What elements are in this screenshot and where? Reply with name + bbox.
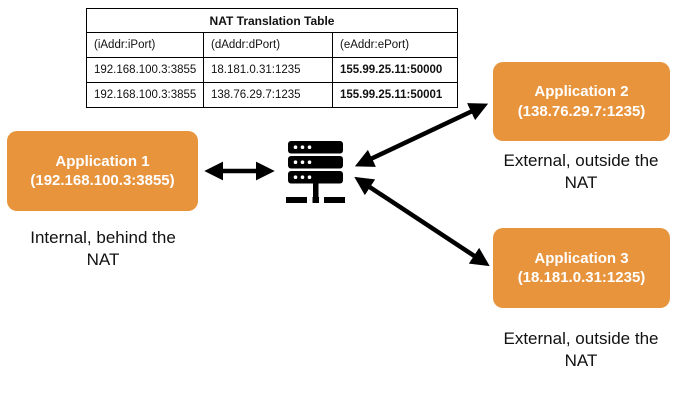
table-cell: 155.99.25.11:50000	[332, 57, 458, 83]
column-header-iaddr-iport: (iAddr:iPort)	[86, 32, 204, 58]
table-cell: 138.76.29.7:1235	[203, 82, 333, 108]
node-application-3: Application 3 (18.181.0.31:1235)	[493, 228, 670, 308]
arrow-nat-app3	[354, 176, 490, 267]
node-address: (138.76.29.7:1235)	[517, 102, 646, 120]
node-address: (18.181.0.31:1235)	[517, 269, 646, 286]
node-title: Application 1	[55, 152, 150, 170]
node-application-1: Application 1 (192.168.100.3:3855)	[7, 131, 198, 211]
node-address: (192.168.100.3:3855)	[30, 172, 175, 189]
table-row: 192.168.100.3:3855 18.181.0.31:1235 155.…	[86, 57, 458, 83]
arrow-nat-app2	[354, 103, 489, 167]
table-title: NAT Translation Table	[86, 8, 458, 33]
node-application-2: Application 2 (138.76.29.7:1235)	[493, 62, 670, 141]
table-row: 192.168.100.3:3855 138.76.29.7:1235 155.…	[86, 82, 458, 108]
caption-internal: Internal, behind the NAT	[30, 228, 176, 270]
table-header-row: (iAddr:iPort) (dAddr:dPort) (eAddr:ePort…	[86, 32, 458, 58]
nat-translation-table: NAT Translation Table (iAddr:iPort) (dAd…	[86, 8, 458, 108]
table-cell: 192.168.100.3:3855	[86, 82, 204, 108]
node-title: Application 3	[534, 249, 629, 267]
caption-external-top: External, outside the NAT	[503, 151, 659, 193]
caption-external-bottom: External, outside the NAT	[503, 329, 659, 371]
server-icon	[286, 141, 345, 203]
node-title: Application 2	[534, 83, 629, 100]
table-title-row: NAT Translation Table	[86, 8, 458, 33]
column-header-eaddr-eport: (eAddr:ePort)	[332, 32, 458, 58]
